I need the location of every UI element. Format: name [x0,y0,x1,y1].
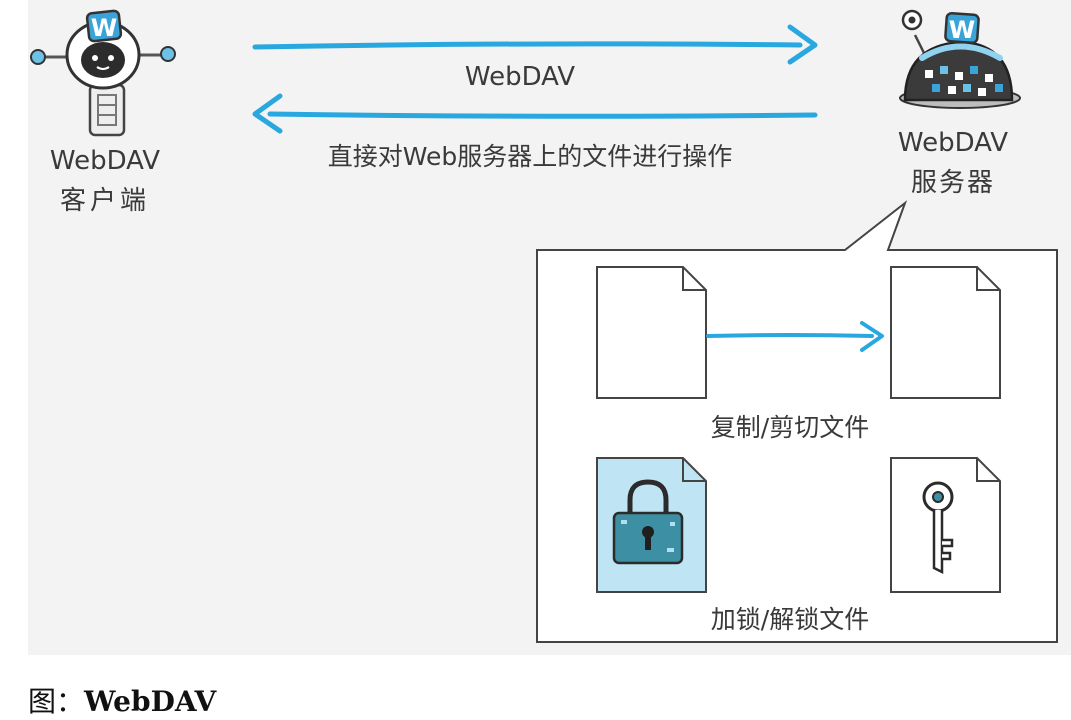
figure-caption: 图：WebDAV [28,680,216,720]
server-robot-icon: W [899,9,1021,109]
response-arrow [252,93,818,134]
server-name-label: WebDAV [897,128,1009,158]
server-badge-letter: W [949,16,975,44]
lock-unlock-label: 加锁/解锁文件 [710,605,870,634]
source-file-icon [596,266,707,399]
client-badge-letter: W [91,14,117,42]
operation-description: 直接对Web服务器上的文件进行操作 [327,142,733,171]
client-name-label: WebDAV [49,146,161,176]
protocol-label: WebDAV [464,62,576,92]
caption-title: WebDAV [84,685,217,718]
unlocked-file-icon [890,457,1001,593]
caption-prefix: 图： [28,685,85,718]
request-arrow [252,24,818,65]
client-role-label: 客户端 [59,186,150,216]
copy-arrow [706,321,884,352]
server-role-label: 服务器 [910,168,995,198]
target-file-icon [890,266,1001,399]
lock-icon [612,479,684,565]
key-icon [922,481,954,575]
client-robot-icon: W [30,9,176,137]
copy-cut-label: 复制/剪切文件 [710,413,870,442]
